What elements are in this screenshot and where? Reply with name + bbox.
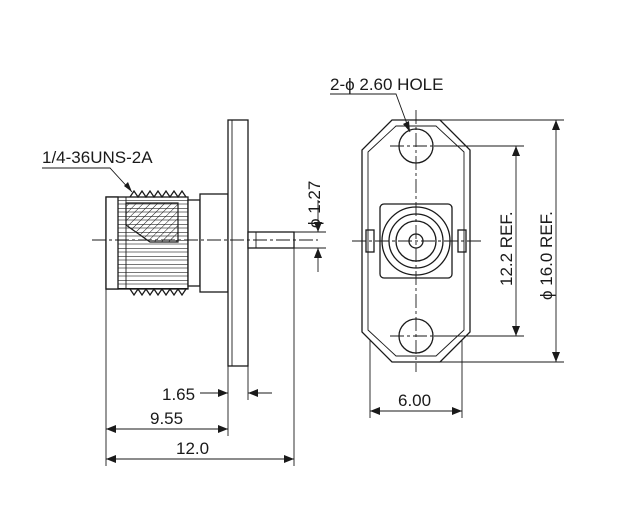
overall-length-dim: 12.0 — [106, 248, 295, 466]
flange-thickness-dim: 1.65 — [162, 366, 272, 404]
flange-thk-label: 1.65 — [162, 385, 195, 404]
flange-side — [227, 119, 249, 367]
flange-dia-label: ϕ 16.0 REF. — [537, 211, 556, 300]
front-view — [352, 110, 482, 372]
flange-diameter-dim: ϕ 16.0 REF. — [440, 119, 564, 363]
body-len-label: 9.55 — [150, 409, 183, 428]
thread-callout: 1/4-36UNS-2A — [42, 148, 153, 193]
thread-label: 1/4-36UNS-2A — [42, 148, 153, 167]
body-length-dim: 9.55 — [105, 289, 229, 466]
hole-spacing-label: 12.2 REF. — [497, 211, 516, 286]
pin-diameter-dim: ϕ 1.27 — [294, 181, 326, 272]
pin-dia-label: ϕ 1.27 — [305, 181, 324, 228]
holes-label: 2-ϕ 2.60 HOLE — [330, 75, 443, 94]
thread-end-cap — [105, 196, 119, 290]
flange-width-dim: 6.00 — [369, 340, 463, 418]
side-view — [92, 119, 318, 367]
overall-len-label: 12.0 — [176, 439, 209, 458]
flange-width-label: 6.00 — [398, 391, 431, 410]
collar — [199, 193, 229, 293]
hole-spacing-dim: 12.2 REF. — [434, 145, 524, 337]
neck — [187, 199, 201, 287]
hole-callout: 2-ϕ 2.60 HOLE — [330, 75, 443, 133]
